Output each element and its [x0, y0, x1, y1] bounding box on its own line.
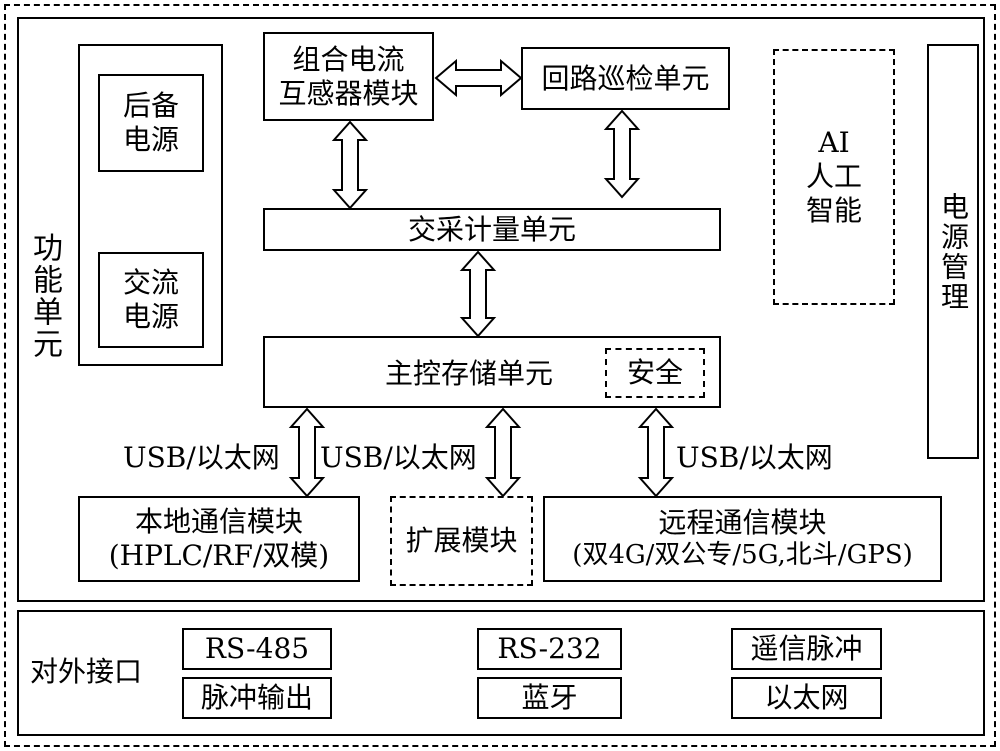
arrow-main-local [288, 407, 326, 498]
outer-frame [4, 4, 996, 747]
arrow-loop-metering [603, 109, 641, 199]
ct-module-line2: 互感器模块 [278, 76, 419, 110]
interface-pulse-output: 脉冲输出 [182, 677, 332, 719]
ac-metering-label: 交采计量单元 [407, 212, 576, 246]
interface-rs485: RS-485 [182, 628, 332, 670]
remote-comm-line2: (双4G/双公专/5G,北斗/GPS) [572, 540, 913, 570]
arrow-main-remote [637, 407, 675, 498]
ac-metering-box: 交采计量单元 [263, 208, 721, 251]
local-comm-line2: (HPLC/RF/双模) [108, 539, 330, 572]
expansion-box: 扩展模块 [390, 496, 533, 586]
loop-inspection-label: 回路巡检单元 [541, 61, 710, 95]
loop-inspection-box: 回路巡检单元 [521, 47, 730, 110]
power-management-label: 电源管理 [937, 191, 970, 312]
remote-comm-box: 远程通信模块 (双4G/双公专/5G,北斗/GPS) [543, 496, 942, 582]
ac-power-label: 交流电源 [122, 266, 179, 333]
security-box: 安全 [605, 348, 705, 398]
arrow-ct-loop [434, 58, 523, 98]
backup-power-box: 后备电源 [98, 74, 204, 172]
link-label-local: USB/以太网 [123, 441, 280, 474]
arrow-main-expansion [484, 407, 522, 498]
ai-line1: AI [818, 126, 850, 159]
interface-pulse-output-label: 脉冲输出 [200, 681, 313, 714]
ai-box: AI 人工 智能 [773, 49, 895, 305]
local-comm-box: 本地通信模块 (HPLC/RF/双模) [78, 496, 360, 582]
expansion-label: 扩展模块 [405, 524, 518, 557]
interface-remote-signal-pulse-label: 遥信脉冲 [750, 632, 863, 665]
interface-ethernet-label: 以太网 [764, 681, 849, 714]
backup-power-label: 后备电源 [122, 89, 179, 156]
main-control-label: 主控存储单元 [385, 357, 554, 390]
interface-rs232: RS-232 [477, 628, 622, 670]
ac-power-box: 交流电源 [98, 252, 204, 348]
ct-module-box: 组合电流 互感器模块 [263, 32, 434, 121]
ai-line3: 智能 [805, 194, 862, 227]
power-management-box: 电源管理 [927, 44, 979, 459]
link-label-remote: USB/以太网 [676, 441, 833, 474]
interface-ethernet: 以太网 [731, 677, 882, 719]
interface-bluetooth: 蓝牙 [477, 677, 622, 719]
external-interfaces-label: 对外接口 [30, 655, 143, 688]
interface-rs485-label: RS-485 [204, 632, 310, 665]
functional-unit-label: 功能单元 [27, 232, 62, 360]
security-label: 安全 [626, 356, 683, 389]
local-comm-line1: 本地通信模块 [134, 505, 303, 538]
link-label-expansion: USB/以太网 [320, 441, 477, 474]
interface-rs232-label: RS-232 [497, 632, 602, 665]
ai-line2: 人工 [805, 160, 862, 193]
ct-module-line1: 组合电流 [292, 42, 405, 76]
interface-remote-signal-pulse: 遥信脉冲 [731, 628, 882, 670]
interface-bluetooth-label: 蓝牙 [521, 681, 578, 714]
remote-comm-line1: 远程通信模块 [658, 506, 827, 539]
arrow-metering-main [459, 250, 497, 338]
arrow-ct-metering [331, 120, 369, 210]
